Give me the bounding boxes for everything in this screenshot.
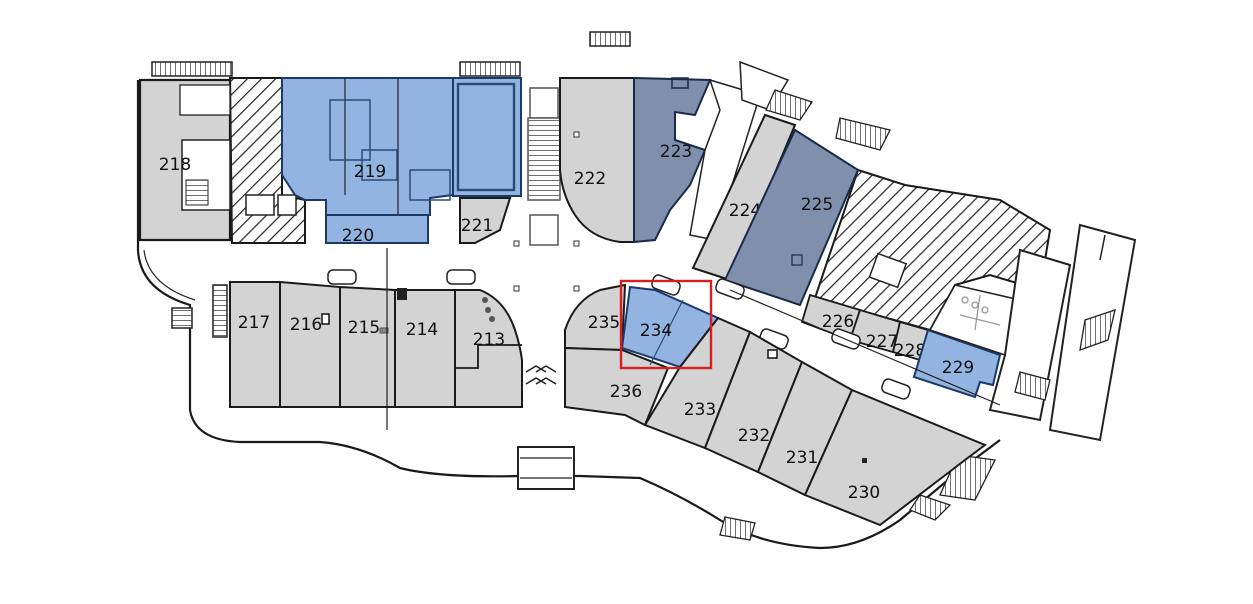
unit-222[interactable]: 222 [559,77,635,243]
unit-236-label: 236 [610,382,642,402]
unit-232-label: 232 [738,426,770,446]
unit-216-label: 216 [290,315,322,335]
unit-234-label: 234 [640,321,672,341]
unit-218[interactable]: 218 [138,78,232,242]
unit-221-label: 221 [461,216,493,236]
unit-215-label: 215 [348,318,380,338]
stairs-southeast-2 [909,494,952,521]
unit-235-label: 235 [588,313,620,333]
stairs-west [212,284,228,338]
unit-229-label: 229 [942,358,974,378]
unit-214[interactable]: 214 [394,288,456,408]
highlight-box-unit-234 [619,279,713,370]
unit-234[interactable]: 234 [620,285,720,369]
unit-217[interactable]: 217 [229,281,281,408]
unit-214-label: 214 [406,320,438,340]
unit-229[interactable]: 229 [912,328,1002,399]
unit-219-label: 219 [354,162,386,182]
unit-221[interactable]: 221 [459,197,512,244]
unit-226-label: 226 [822,312,854,332]
columns [513,131,580,292]
unit-230[interactable]: 230 [803,388,988,527]
east-service-core [988,223,1137,442]
outer-walkway-inner-edge [143,249,196,301]
unit-228-label: 228 [894,341,926,361]
unit-213[interactable]: 213 [454,289,523,408]
unit-227-label: 227 [866,332,898,352]
stairs-south-center [517,446,575,490]
unit-220-label: 220 [342,226,374,246]
outer-walkway-edge [136,80,1001,550]
unit-230-label: 230 [848,483,880,503]
unit-235[interactable]: 235 [564,283,627,352]
unit-232[interactable]: 232 [703,330,804,474]
unit-223-label: 223 [660,142,692,162]
unit-219[interactable]: 219 [281,77,454,216]
stairs-north-center [589,31,631,47]
unit-225[interactable]: 225 [723,128,860,307]
escalator [527,87,561,246]
unit-231-label: 231 [786,448,818,468]
corridor-edge [729,289,1001,406]
stairs-south-curve [719,516,756,541]
unit-218-label: 218 [159,155,191,175]
entry-doors [525,365,557,385]
unit-220[interactable]: 220 [325,214,429,246]
unit-222-label: 222 [574,169,606,189]
unit-216[interactable]: 216 [279,280,341,408]
unit-217-label: 217 [238,313,270,333]
corridor-stairs-ne [689,60,891,241]
stairs-north-218 [151,61,233,77]
stairs-far-west [171,307,193,329]
unit-224-label: 224 [729,201,761,221]
stairs-north-center-2 [459,61,521,77]
unit-219-annex[interactable] [452,77,522,197]
unit-233-label: 233 [684,400,716,420]
unit-225-label: 225 [801,195,833,215]
unit-213-label: 213 [473,330,505,350]
unit-233[interactable]: 233 [643,316,752,450]
unit-228[interactable]: 228 [891,320,930,362]
